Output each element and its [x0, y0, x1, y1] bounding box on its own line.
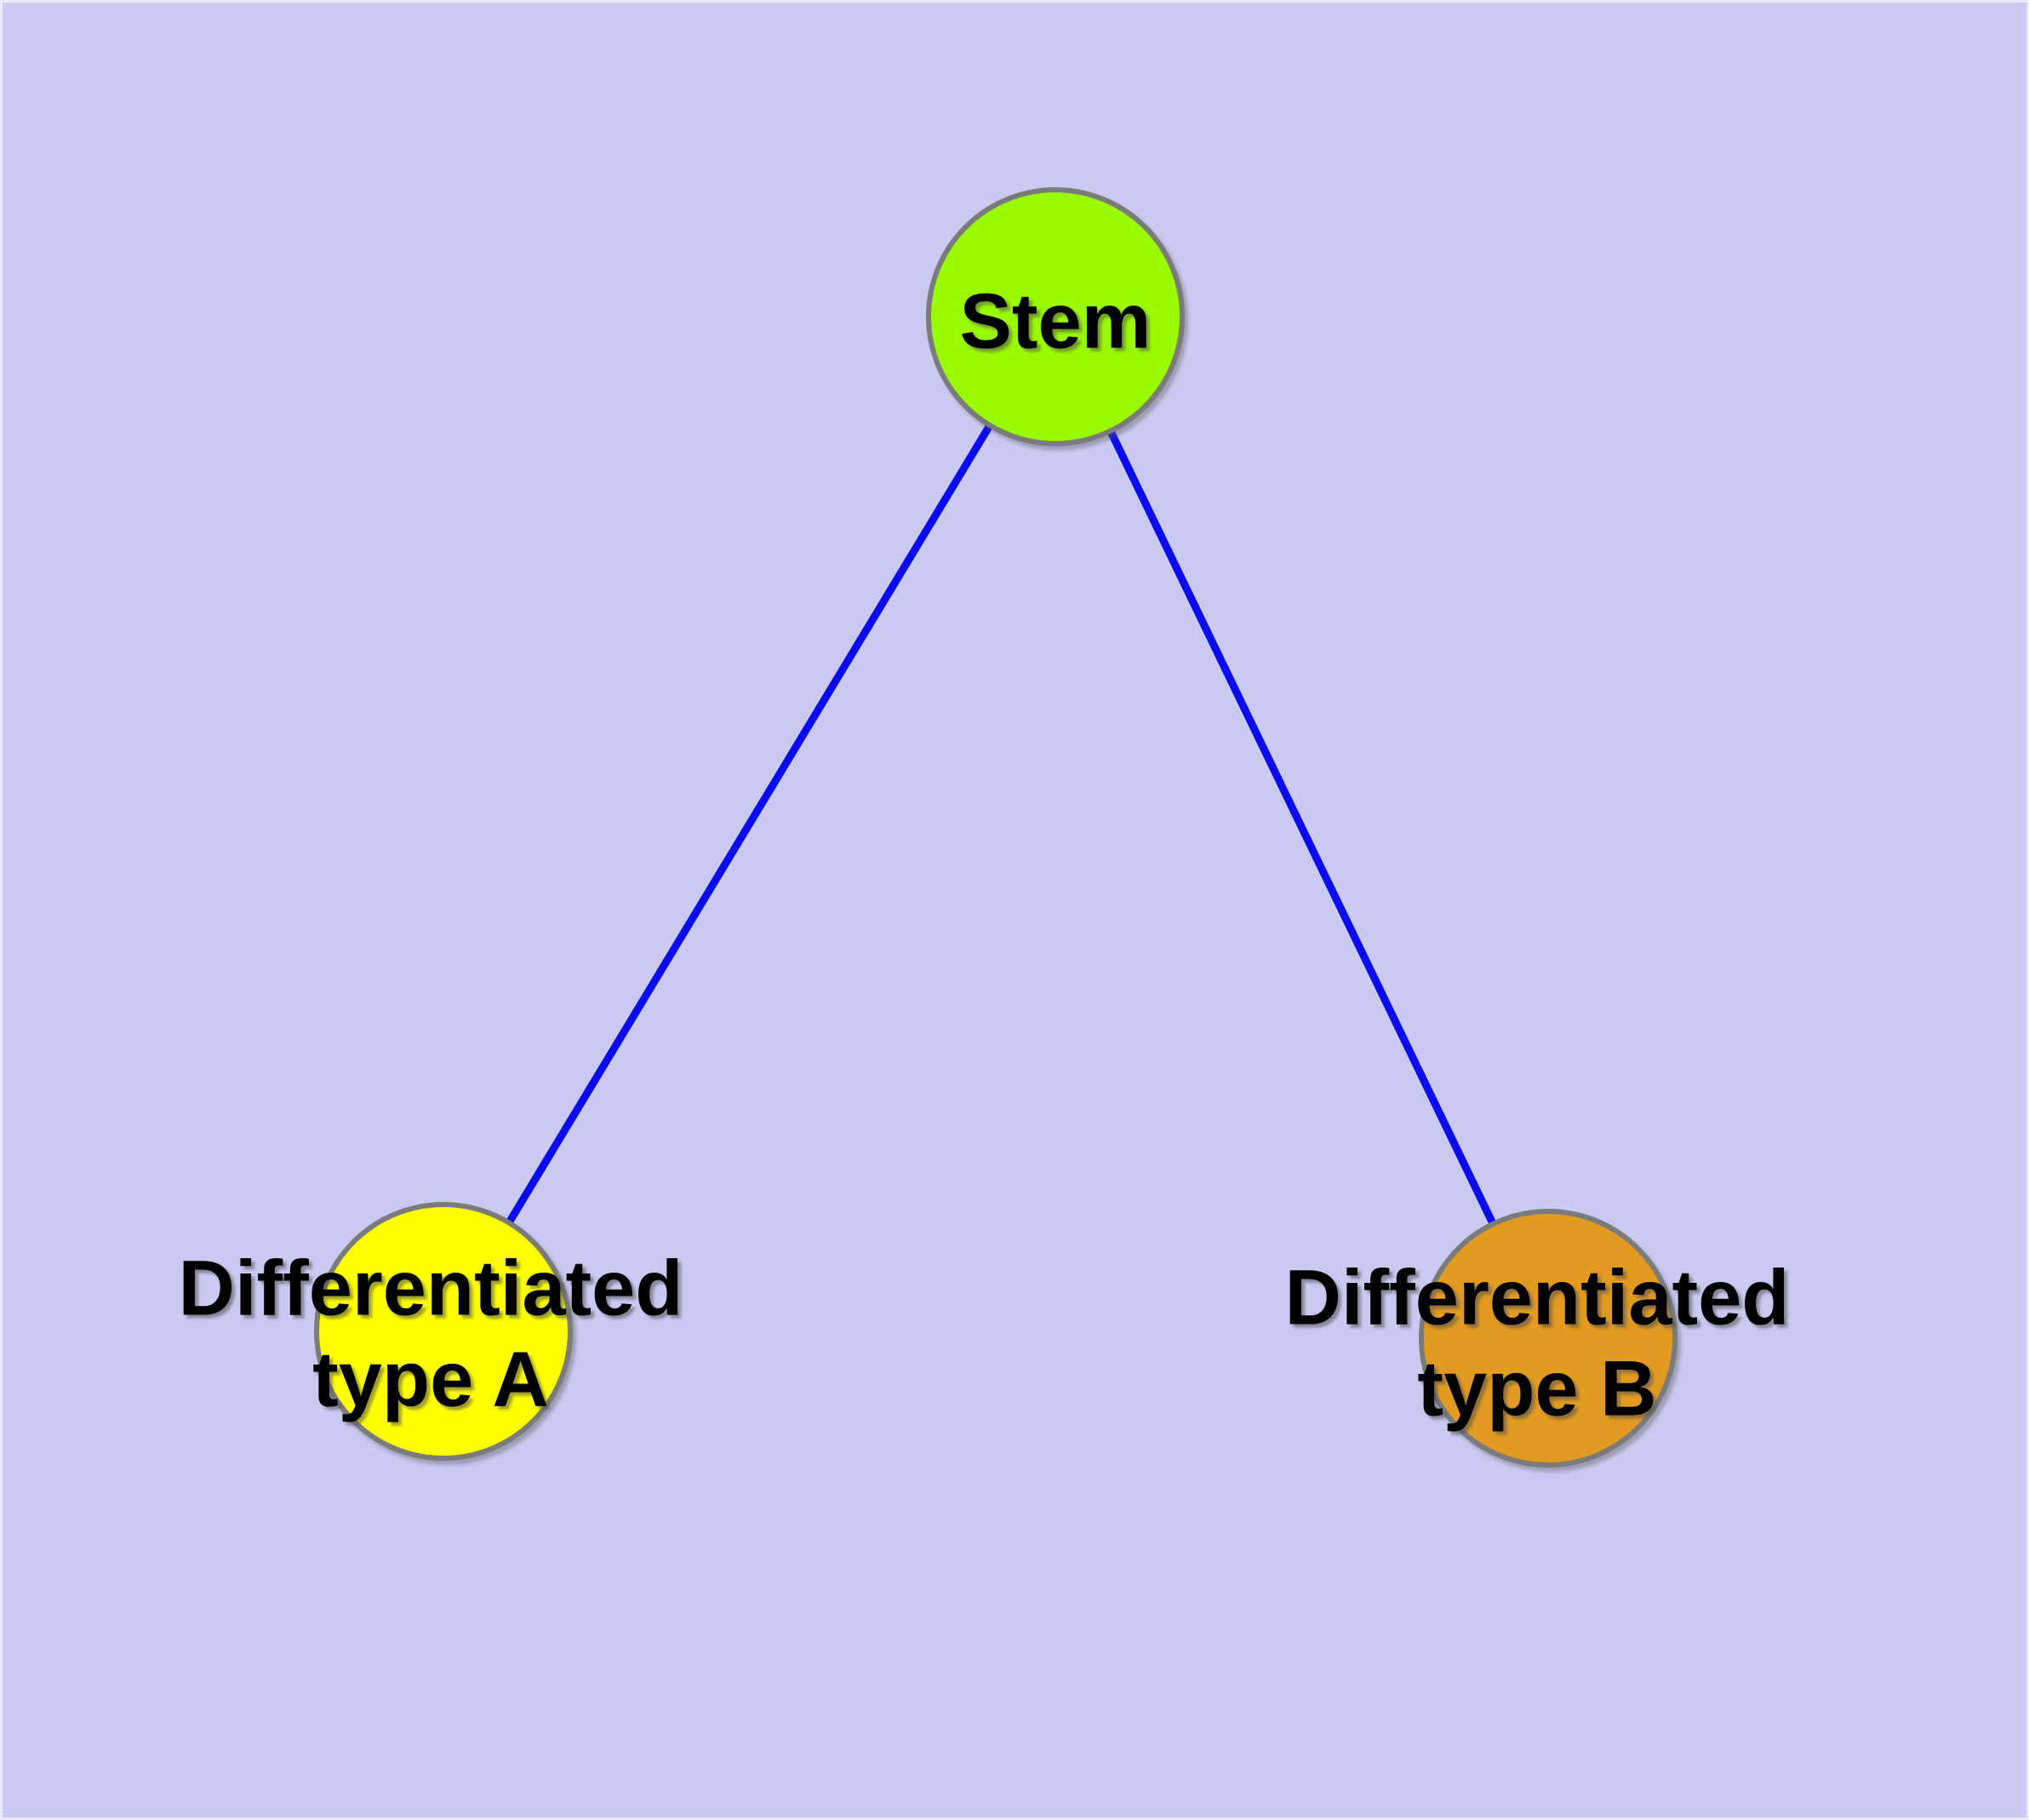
node-differentiated-type-a-circle [314, 1202, 573, 1461]
edge-stem-to-type-b [1051, 315, 1552, 1340]
node-stem-label: Stem [959, 278, 1152, 365]
edge-stem-to-type-a [440, 314, 1059, 1334]
node-differentiated-type-a-label: Differentiated type A [178, 1245, 683, 1422]
node-stem-circle [926, 187, 1185, 446]
node-differentiated-type-b-circle [1419, 1209, 1677, 1468]
node-differentiated-type-b-label: Differentiated type B [1284, 1254, 1790, 1432]
